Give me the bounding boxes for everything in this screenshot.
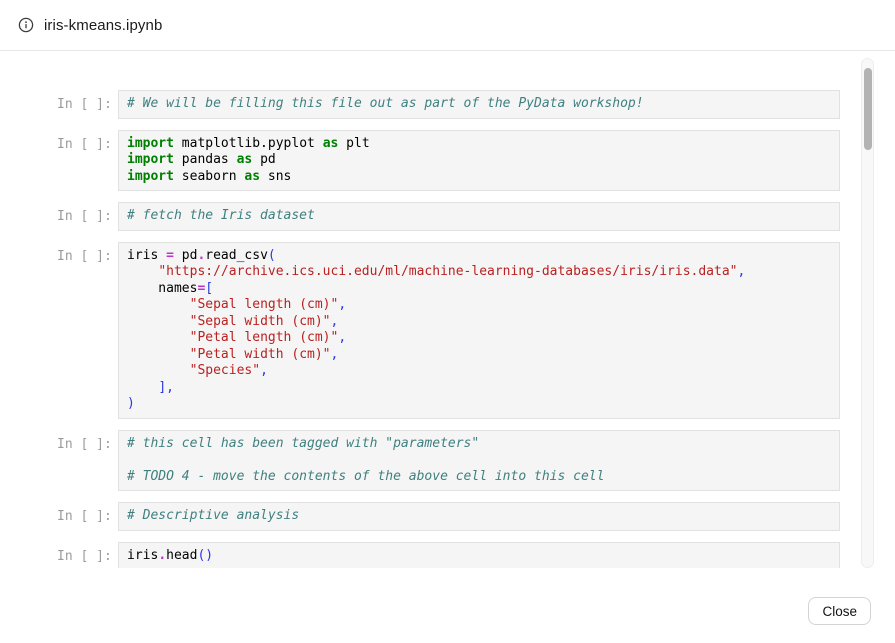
notebook-preview: In [ ]: # We will be filling this file ou… xyxy=(0,52,895,568)
dialog-header: iris-kmeans.ipynb xyxy=(0,0,895,51)
info-icon xyxy=(18,17,34,33)
cell-code: iris.head() xyxy=(118,541,840,568)
cell-prompt: In [ ]: xyxy=(57,509,112,524)
notebook-cell: In [ ]: # Descriptive analysis xyxy=(0,502,895,531)
scrollbar[interactable] xyxy=(861,58,874,568)
cell-code: # We will be filling this file out as pa… xyxy=(118,90,840,119)
file-title: iris-kmeans.ipynb xyxy=(44,16,163,34)
code-line: "Sepal width (cm)", xyxy=(189,313,339,329)
code-line: # We will be filling this file out as pa… xyxy=(127,96,644,111)
notebook-cell: In [ ]: iris.head() xyxy=(0,541,895,568)
code-line: "Species", xyxy=(189,363,268,378)
code-line: "https://archive.ics.uci.edu/ml/machine-… xyxy=(158,264,746,279)
notebook-cell: In [ ]: # this cell has been tagged with … xyxy=(0,429,895,491)
code-line: "Sepal length (cm)", xyxy=(189,297,347,312)
cell-prompt: In [ ]: xyxy=(57,209,112,224)
code-line: ], xyxy=(158,379,174,395)
cells: In [ ]: # We will be filling this file ou… xyxy=(0,52,895,568)
cell-prompt: In [ ]: xyxy=(57,248,112,264)
code-line: # Descriptive analysis xyxy=(127,508,300,523)
code-line: "Petal width (cm)", xyxy=(189,346,339,362)
code-line: iris.head() xyxy=(127,547,214,563)
notebook-cell: In [ ]: # fetch the Iris dataset xyxy=(0,202,895,231)
cell-prompt: In [ ]: xyxy=(57,97,112,112)
code-line xyxy=(127,452,831,469)
cell-prompt: In [ ]: xyxy=(57,136,112,152)
close-button[interactable]: Close xyxy=(808,597,871,625)
code-line: iris = pd.read_csv( xyxy=(127,247,276,263)
notebook-cell: In [ ]: iris = pd.read_csv( "https://arch… xyxy=(0,241,895,419)
scrollbar-thumb[interactable] xyxy=(864,68,872,150)
cell-prompt: In [ ]: xyxy=(57,548,112,564)
notebook-cell: In [ ]: # We will be filling this file ou… xyxy=(0,90,895,119)
code-line: names=[ xyxy=(127,280,214,296)
code-line: import seaborn as sns xyxy=(127,168,292,184)
cell-code: # Descriptive analysis xyxy=(118,502,840,531)
code-line: import pandas as pd xyxy=(127,152,276,167)
cell-code: # this cell has been tagged with "parame… xyxy=(118,429,840,491)
code-line: ) xyxy=(127,396,135,411)
cell-prompt: In [ ]: xyxy=(57,436,112,452)
code-line: "Petal length (cm)", xyxy=(189,330,347,345)
code-line: # fetch the Iris dataset xyxy=(127,208,315,223)
cell-code: # fetch the Iris dataset xyxy=(118,202,840,231)
code-line: import matplotlib.pyplot as plt xyxy=(127,135,370,151)
cell-code: iris = pd.read_csv( "https://archive.ics… xyxy=(118,241,840,419)
code-line: # TODO 4 - move the contents of the abov… xyxy=(127,468,605,484)
code-line: # this cell has been tagged with "parame… xyxy=(127,435,480,451)
